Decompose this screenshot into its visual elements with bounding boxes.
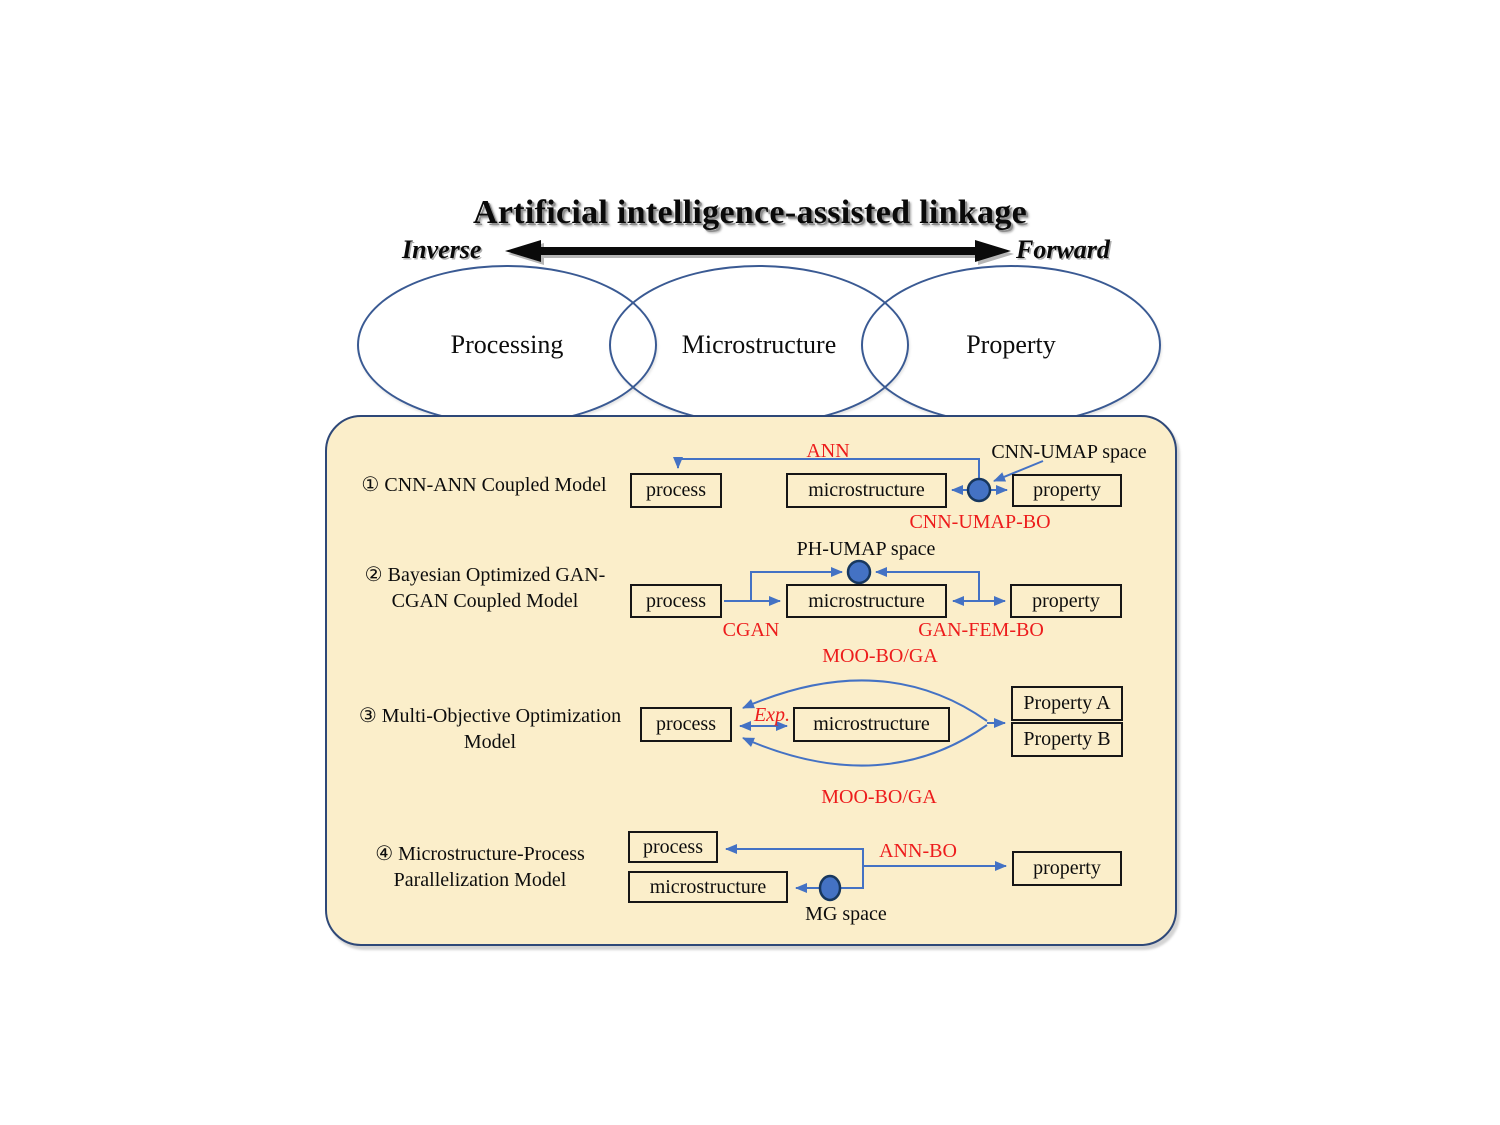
- ellipse-property: Property: [861, 265, 1161, 425]
- model4-title-line2: Parallelization Model: [393, 869, 567, 891]
- inverse-label: Inverse: [402, 235, 482, 264]
- model2-title: ② Bayesian Optimized GAN- CGAN Coupled M…: [342, 562, 628, 614]
- ellipse-processing-label: Processing: [450, 330, 564, 359]
- model3-title: ③ Multi-Objective Optimization Model: [342, 703, 638, 755]
- model1-microstructure-box: microstructure: [786, 473, 947, 508]
- model3-title-line2: Model: [463, 731, 517, 753]
- model1-title: ① CNN-ANN Coupled Model: [361, 474, 607, 496]
- ph-umap-space-label: PH-UMAP space: [796, 538, 936, 560]
- model3-property-b-box: Property B: [1011, 722, 1123, 757]
- model4-property-box: property: [1012, 851, 1122, 886]
- model2-microstructure-box: microstructure: [786, 584, 947, 618]
- model3-process-box: process: [640, 707, 732, 742]
- ann-bo-annotation: ANN-BO: [879, 840, 957, 862]
- gan-fem-bo-annotation: GAN-FEM-BO: [918, 619, 1044, 641]
- model2-title-line2: CGAN Coupled Model: [391, 590, 579, 612]
- exp-annotation: Exp.: [753, 704, 791, 726]
- figure-title: Artificial intelligence-assisted linkage: [472, 194, 1028, 231]
- model2-process-box: process: [630, 584, 722, 618]
- model4-title: ④ Microstructure-Process Parallelization…: [356, 841, 604, 893]
- model1-process-box: process: [630, 473, 722, 508]
- model4-title-line1: ④ Microstructure-Process: [375, 843, 585, 865]
- mg-space-label: MG space: [805, 903, 887, 925]
- model3-property-a-box: Property A: [1011, 686, 1123, 721]
- ellipse-property-label: Property: [966, 330, 1056, 359]
- model3-title-line1: ③ Multi-Objective Optimization: [358, 705, 622, 727]
- cnn-umap-bo-annotation: CNN-UMAP-BO: [909, 511, 1051, 533]
- model2-title-line1: ② Bayesian Optimized GAN-: [364, 564, 606, 586]
- ellipse-microstructure-label: Microstructure: [681, 330, 837, 359]
- model2-property-box: property: [1010, 584, 1122, 618]
- model4-microstructure-box: microstructure: [628, 871, 788, 903]
- model3-microstructure-box: microstructure: [793, 707, 950, 742]
- moo-bo-ga-top-annotation: MOO-BO/GA: [822, 645, 938, 667]
- cgan-annotation: CGAN: [722, 619, 780, 641]
- bidirectional-arrow: [505, 240, 1014, 265]
- forward-label: Forward: [1016, 235, 1110, 264]
- ann-annotation: ANN: [806, 440, 850, 462]
- model4-process-box: process: [628, 831, 718, 863]
- cnn-umap-space-label: CNN-UMAP space: [991, 441, 1147, 463]
- model1-property-box: property: [1012, 474, 1122, 507]
- moo-bo-ga-bottom-annotation: MOO-BO/GA: [821, 786, 937, 808]
